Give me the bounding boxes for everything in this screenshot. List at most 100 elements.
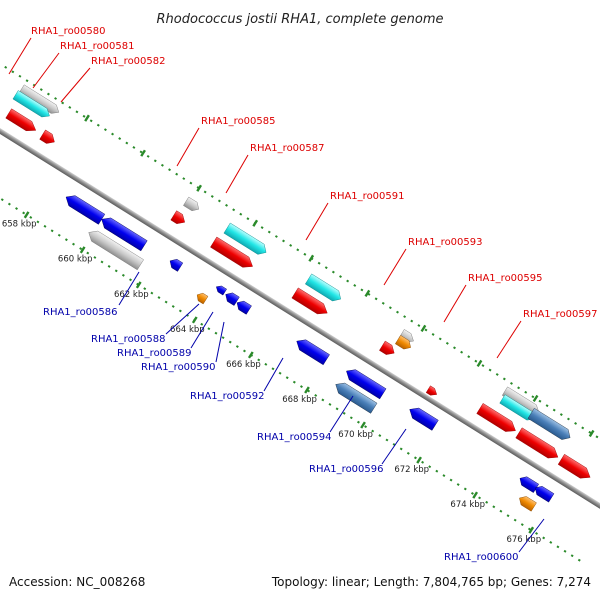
track-dot bbox=[210, 195, 214, 198]
track-dot bbox=[314, 394, 318, 397]
track-dot bbox=[46, 92, 50, 96]
track-dot bbox=[474, 359, 478, 363]
track-dot bbox=[271, 367, 275, 371]
track-dot bbox=[456, 483, 460, 486]
gene-label-ro00597[interactable]: RHA1_ro00597 bbox=[523, 309, 598, 320]
kbp-tick-mark bbox=[135, 281, 142, 289]
gene-label-ro00590[interactable]: RHA1_ro00590 bbox=[141, 362, 216, 373]
genome-backbone bbox=[0, 107, 600, 515]
track-dot bbox=[570, 554, 574, 558]
track-dot bbox=[460, 350, 464, 354]
gene-label-ro00596[interactable]: RHA1_ro00596 bbox=[309, 464, 384, 475]
track-dot bbox=[453, 346, 456, 350]
track-dot bbox=[225, 203, 228, 207]
track-dot bbox=[552, 408, 556, 412]
forward-callouts: RHA1_ro00580 RHA1_ro00581 RHA1_ro00582 R… bbox=[8, 26, 598, 359]
track-dot bbox=[89, 119, 93, 123]
callout-line bbox=[118, 271, 140, 306]
accession-text: Accession: NC_008268 bbox=[9, 575, 146, 589]
track-dot bbox=[79, 247, 83, 251]
kbp-tick-label: 676 kbp bbox=[506, 535, 541, 545]
track-dot bbox=[296, 248, 300, 252]
gene-label-ro00587[interactable]: RHA1_ro00587 bbox=[250, 143, 325, 154]
track-dot bbox=[413, 456, 417, 460]
gene-label-ro00582[interactable]: RHA1_ro00582 bbox=[91, 56, 166, 67]
reverse-genes bbox=[65, 195, 555, 512]
kbp-tick-mark bbox=[308, 254, 315, 262]
track-dot bbox=[517, 386, 521, 390]
track-dot bbox=[54, 97, 58, 100]
gene-label-ro00594[interactable]: RHA1_ro00594 bbox=[257, 432, 332, 443]
track-dot bbox=[171, 305, 175, 308]
track-dot bbox=[0, 198, 4, 202]
track-dot bbox=[417, 324, 421, 327]
track-dot bbox=[506, 514, 510, 518]
kbp-tick-label: 664 kbp bbox=[170, 325, 205, 335]
track-dot bbox=[157, 296, 161, 299]
track-dot bbox=[86, 251, 90, 255]
track-dot bbox=[82, 114, 86, 118]
gene-label-ro00581[interactable]: RHA1_ro00581 bbox=[60, 41, 135, 52]
gene-label-ro00593[interactable]: RHA1_ro00593 bbox=[408, 237, 483, 248]
kbp-tick-label: 666 kbp bbox=[226, 360, 261, 370]
track-dot bbox=[481, 364, 485, 368]
track-dot bbox=[399, 447, 403, 451]
track-dot bbox=[535, 532, 539, 535]
track-dot bbox=[331, 270, 335, 274]
gene-label-ro00592[interactable]: RHA1_ro00592 bbox=[190, 391, 265, 402]
track-dot bbox=[388, 306, 392, 310]
gene-label-ro00591[interactable]: RHA1_ro00591 bbox=[330, 191, 405, 202]
track-dot bbox=[442, 474, 446, 478]
track-dot bbox=[502, 377, 506, 381]
track-dot bbox=[478, 496, 482, 500]
callout-line bbox=[329, 395, 354, 433]
track-dot bbox=[321, 398, 325, 402]
track-dot bbox=[29, 216, 33, 219]
gene-label-ro00595[interactable]: RHA1_ro00595 bbox=[468, 273, 543, 284]
track-dot bbox=[303, 252, 307, 256]
gene-label-ro00580[interactable]: RHA1_ro00580 bbox=[31, 26, 106, 37]
callout-line bbox=[518, 518, 545, 553]
track-dot bbox=[421, 460, 425, 464]
track-dot bbox=[396, 310, 399, 314]
track-dot bbox=[43, 224, 47, 228]
track-dot bbox=[93, 256, 97, 259]
gene-label-ro00600[interactable]: RHA1_ro00600 bbox=[444, 552, 519, 563]
gene-label-ro00588[interactable]: RHA1_ro00588 bbox=[91, 334, 166, 345]
track-dot bbox=[107, 264, 111, 268]
track-dot bbox=[492, 505, 496, 509]
callout-line bbox=[8, 37, 32, 75]
callout-line bbox=[165, 303, 200, 335]
gene-ro00593-red bbox=[379, 340, 395, 355]
track-dot bbox=[339, 275, 342, 278]
kbp-tick-mark bbox=[252, 219, 259, 227]
track-dot bbox=[129, 278, 132, 282]
track-dot bbox=[317, 261, 321, 265]
track-dot bbox=[25, 79, 29, 83]
kbp-tick-mark bbox=[528, 526, 535, 534]
track-dot bbox=[538, 399, 542, 403]
kbp-tick-mark bbox=[532, 394, 539, 403]
track-dot bbox=[499, 509, 503, 513]
track-dot bbox=[371, 429, 375, 433]
track-dot bbox=[111, 132, 115, 136]
track-dot bbox=[274, 235, 278, 238]
track-dot bbox=[566, 417, 570, 421]
track-dot bbox=[282, 239, 285, 243]
track-dot bbox=[292, 380, 296, 384]
callout-line bbox=[190, 311, 214, 349]
gene-ro00589-blue bbox=[216, 285, 227, 296]
gene-label-ro00585[interactable]: RHA1_ro00585 bbox=[201, 116, 276, 127]
kbp-tick-mark bbox=[84, 114, 90, 122]
track-dot bbox=[431, 332, 435, 336]
track-dot bbox=[381, 301, 385, 305]
track-dot bbox=[153, 159, 157, 163]
track-dot bbox=[356, 420, 360, 424]
genome-summary-text: Topology: linear; Length: 7,804,765 bp; … bbox=[271, 575, 591, 589]
track-dot bbox=[232, 208, 236, 212]
gene-label-ro00589[interactable]: RHA1_ro00589 bbox=[117, 348, 192, 359]
gene-label-ro00586[interactable]: RHA1_ro00586 bbox=[43, 307, 118, 318]
gene-ro00597-red-2 bbox=[515, 427, 559, 459]
track-dot bbox=[435, 469, 439, 473]
